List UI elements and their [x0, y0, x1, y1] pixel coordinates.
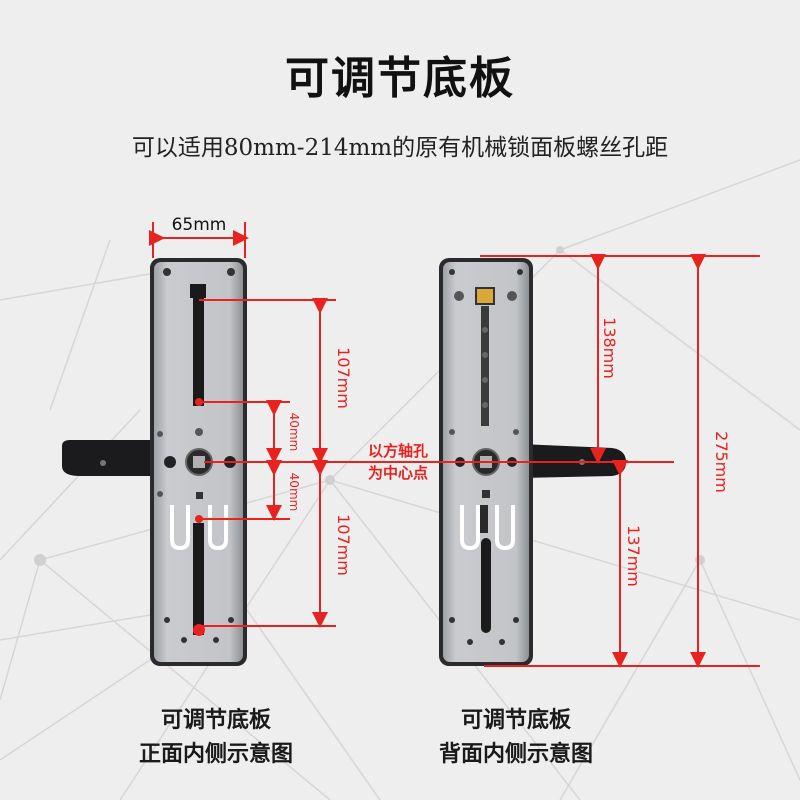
dim-back-total-275: 275mm: [712, 431, 731, 493]
dim-width-65: 65mm: [172, 215, 227, 235]
front-caption: 可调节底板 正面内侧示意图: [86, 704, 346, 772]
page-subtitle: 可以适用80mm-214mm的原有机械锁面板螺丝孔距: [131, 135, 669, 161]
front-caption-line1: 可调节底板: [160, 708, 271, 733]
front-plate-group: [62, 258, 247, 666]
front-lower-slot: [193, 523, 204, 635]
front-handle: [62, 440, 160, 476]
back-lower-slot: [481, 538, 491, 633]
back-caption: 可调节底板 背面内侧示意图: [386, 704, 646, 772]
dim-front-top-107: 107mm: [334, 347, 353, 409]
dim-back-top-138: 138mm: [600, 317, 619, 379]
center-note-line1: 以方轴孔: [368, 442, 428, 460]
front-caption-line2: 正面内侧示意图: [138, 742, 293, 767]
front-upper-slot: [193, 296, 204, 406]
center-note-line2: 为中心点: [368, 464, 428, 482]
dim-front-lower-40: 40mm: [287, 473, 301, 512]
dim-front-upper-40: 40mm: [287, 413, 301, 452]
back-caption-line1: 可调节底板: [460, 708, 571, 733]
dim-front-bottom-107: 107mm: [334, 514, 353, 576]
dim-back-bottom-137: 137mm: [624, 525, 643, 587]
page-title: 可调节底板: [285, 53, 515, 104]
back-caption-line2: 背面内侧示意图: [438, 742, 593, 767]
